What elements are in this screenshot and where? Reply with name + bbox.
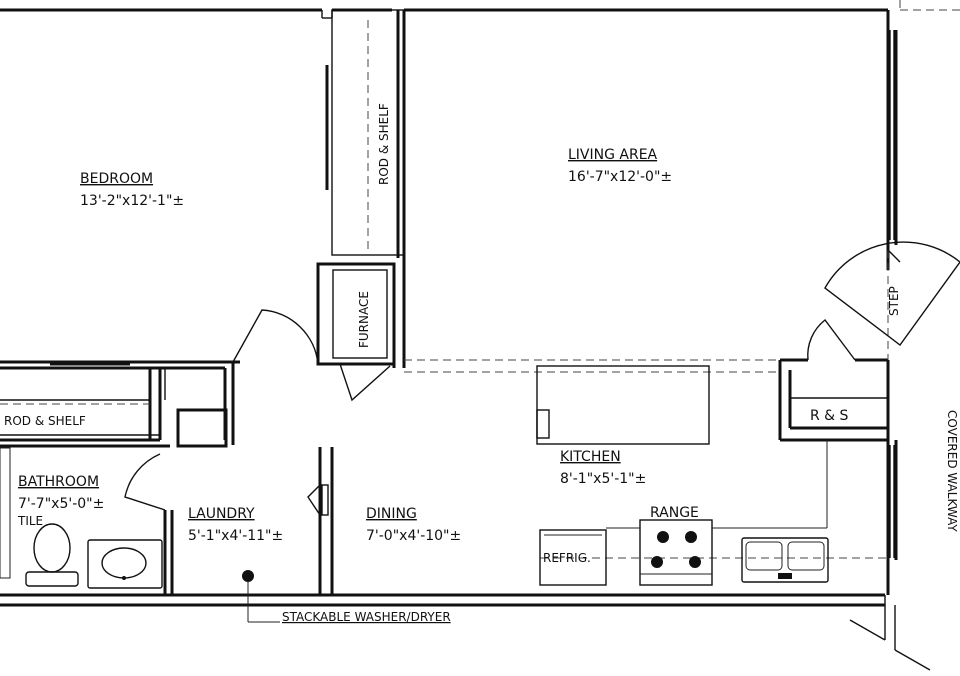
interior-walls xyxy=(0,9,888,595)
kitchen-sink xyxy=(741,537,829,583)
laundry-dims: 5'-1"x4'-11"± xyxy=(188,528,283,544)
refrigerator xyxy=(539,529,607,586)
living-name: LIVING AREA xyxy=(568,147,658,163)
step-fan xyxy=(824,241,960,346)
dashed-lines xyxy=(0,20,889,559)
walkway-label: COVERED WALKWAY xyxy=(945,410,959,532)
step-label: STEP xyxy=(887,286,901,316)
bathroom-dims: 7'-7"x5'-0"± xyxy=(18,496,104,512)
dining-dims: 7'-0"x4'-10"± xyxy=(366,528,461,544)
refrig-label: REFRIG. xyxy=(543,551,591,565)
furnace-label: FURNACE xyxy=(357,291,371,348)
range xyxy=(639,519,713,586)
bathroom-name: BATHROOM xyxy=(18,474,99,490)
kitchen-name: KITCHEN xyxy=(560,449,621,465)
bedroom-name: BEDROOM xyxy=(80,171,153,187)
bedroom-dims: 13'-2"x12'-1"± xyxy=(80,193,184,209)
dining-name: DINING xyxy=(366,506,417,522)
bathroom-floor: TILE xyxy=(17,514,43,528)
rs-label: R & S xyxy=(810,408,849,424)
washer-dryer-marker xyxy=(242,570,254,582)
washer-dryer-label: STACKABLE WASHER/DRYER xyxy=(282,610,451,624)
rod-shelf-vertical-label: ROD & SHELF xyxy=(377,103,391,185)
bathroom-fixtures xyxy=(0,447,163,589)
rod-shelf-horizontal-label: ROD & SHELF xyxy=(4,414,86,428)
range-label: RANGE xyxy=(650,505,699,521)
doors xyxy=(50,65,960,516)
exterior-walls xyxy=(0,8,931,671)
windows xyxy=(889,30,895,558)
kitchen-island xyxy=(536,365,710,445)
kitchen-dims: 8'-1"x5'-1"± xyxy=(560,471,646,487)
laundry-name: LAUNDRY xyxy=(188,506,255,522)
living-dims: 16'-7"x12'-0"± xyxy=(568,169,672,185)
